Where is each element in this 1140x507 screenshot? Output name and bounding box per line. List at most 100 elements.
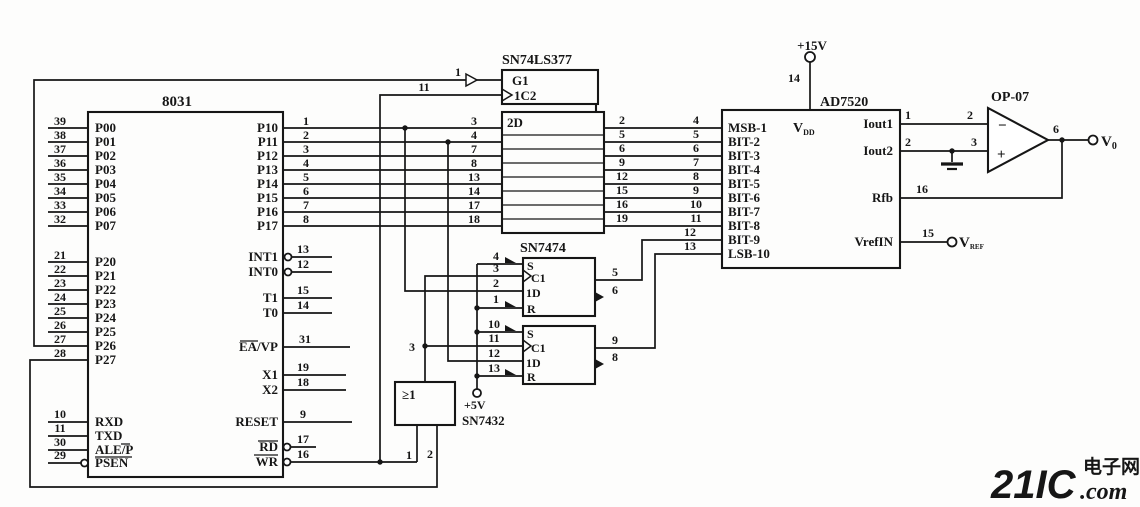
- pin-name: P24: [95, 310, 116, 325]
- ff2-set-polarity-icon: [505, 325, 516, 331]
- dac-iout2-pin: 2: [905, 135, 911, 149]
- watermark: 21IC 电子网 .com: [990, 455, 1140, 507]
- pin-name: X2: [262, 382, 278, 397]
- wire-mcu-left-stubs: [48, 127, 88, 464]
- latch-enable-label: G1: [512, 73, 529, 88]
- pin-number: 11: [54, 421, 65, 435]
- pin-number: 37: [54, 142, 66, 156]
- pin-number: 14: [297, 298, 309, 312]
- dac-in-pin: 4: [693, 113, 699, 127]
- pin-number: 10: [488, 317, 500, 331]
- mcu-port2-pins: 21 22 23 24 25 26 27 28 P20 P21 P22 P23 …: [54, 248, 116, 367]
- ff-d-label: 1D: [526, 356, 541, 370]
- dac-in-pin: 9: [693, 183, 699, 197]
- dac-rfb-label: Rfb: [872, 190, 893, 205]
- mcu-port1-pins: P10 P11 P12 P13 P14 P15 P16 P17 1 2 3 4 …: [257, 114, 480, 233]
- pin-name: RXD: [95, 414, 123, 429]
- dac-in-pin: 8: [693, 169, 699, 183]
- vref-terminal-label: VREF: [959, 235, 984, 251]
- vo-terminal-icon: [1087, 134, 1099, 146]
- watermark-cn: 电子网: [1083, 455, 1140, 478]
- pin-number: 17: [297, 432, 309, 446]
- mcu-label: 8031: [162, 94, 192, 110]
- dac-rfb-pin: 16: [916, 182, 928, 196]
- dac-body: [720, 108, 902, 270]
- pin-number: 10: [54, 407, 66, 421]
- latch-register-block: [500, 110, 606, 235]
- wr-bubble-icon: [282, 457, 292, 467]
- wire-wr-row: [291, 425, 418, 463]
- pin-name: P07: [95, 218, 116, 233]
- pin-name: T1: [263, 290, 278, 305]
- pin-number: 7: [303, 198, 309, 212]
- orgate-in1-pin: 1: [406, 448, 412, 462]
- pin-name: P05: [95, 190, 116, 205]
- pin-name: WR: [256, 454, 279, 469]
- pin-number: 1: [303, 114, 309, 128]
- junction-dot: [474, 373, 480, 379]
- pin-number: 15: [297, 283, 309, 297]
- latch-out-pin: 2: [619, 113, 625, 127]
- dac-iout2-label: Iout2: [863, 143, 893, 158]
- pin-name: EA/VP: [239, 339, 278, 354]
- ff2-clock-wedge-icon: [522, 339, 533, 353]
- wire-p11-to-ff2-d: [447, 142, 523, 362]
- dac-bit: BIT-5: [728, 176, 761, 191]
- int1-bubble-icon: [283, 252, 293, 262]
- pin-name: P13: [257, 162, 278, 177]
- pin-number: 1: [493, 292, 499, 306]
- pin-number: 4: [303, 156, 309, 170]
- latch-out-pin: 9: [619, 155, 625, 169]
- dac-bit: LSB-10: [728, 246, 770, 261]
- pin-name: P11: [258, 134, 278, 149]
- ff-label: SN7474: [520, 241, 566, 256]
- ff1-qbar-wedge-icon: [595, 292, 604, 302]
- junction-dot: [445, 139, 451, 145]
- mcu-port0-pins: 39 38 37 36 35 34 33 32 P00 P01 P02 P03 …: [54, 114, 116, 233]
- dac-iout1-label: Iout1: [863, 116, 893, 131]
- dac-lsb10-pin: 13: [684, 239, 696, 253]
- pin-number: 12: [297, 257, 309, 271]
- latch-out-pin: 15: [616, 183, 628, 197]
- pin-number: 2: [303, 128, 309, 142]
- pin-number: 34: [54, 184, 66, 198]
- ff1-set-polarity-icon: [505, 257, 516, 263]
- pin-number: 18: [297, 375, 309, 389]
- pin-number: 3: [493, 261, 499, 275]
- wire-ff2-q-to-lsb10: [595, 253, 722, 349]
- opamp-minus-pin: 2: [967, 108, 973, 122]
- junction-dot: [474, 305, 480, 311]
- dac-vdd-label: VDD: [793, 121, 815, 137]
- orgate-symbol: ≥1: [402, 387, 416, 402]
- pin-name: INT1: [248, 249, 278, 264]
- plus15v-label: +15V: [797, 38, 827, 53]
- ff-d-label: 1D: [526, 286, 541, 300]
- ff-s-label: S: [527, 327, 534, 341]
- latch-clock-pin: 11: [418, 80, 429, 94]
- pin-name: P27: [95, 352, 116, 367]
- wire-p26-to-latch-enable: [33, 79, 502, 347]
- ff-r-label: R: [527, 302, 536, 316]
- pin-number: 29: [54, 448, 66, 462]
- pin-name: P12: [257, 148, 278, 163]
- latch-enable-pin: 1: [455, 65, 461, 79]
- watermark-brand: 21IC: [990, 463, 1077, 507]
- latch-cell-dividers: [502, 134, 604, 220]
- ff-clk-label: C1: [531, 341, 546, 355]
- pin-number: 35: [54, 170, 66, 184]
- pin-number: 27: [54, 332, 66, 346]
- dac-bit: BIT-4: [728, 162, 761, 177]
- pin-name: P15: [257, 190, 278, 205]
- pin-number: 36: [54, 156, 66, 170]
- pin-number: 8: [303, 212, 309, 226]
- opamp-plus-pin: 3: [971, 135, 977, 149]
- latch-input-pin: 3: [471, 114, 477, 128]
- pin-name: P22: [95, 282, 116, 297]
- latch-input-pin: 8: [471, 156, 477, 170]
- latch-input-pin: 7: [471, 142, 477, 156]
- wire-ff-set-reset: [476, 263, 523, 389]
- pin-name: RESET: [235, 414, 278, 429]
- psen-bubble-icon: [80, 458, 89, 468]
- junction-dot: [949, 148, 955, 154]
